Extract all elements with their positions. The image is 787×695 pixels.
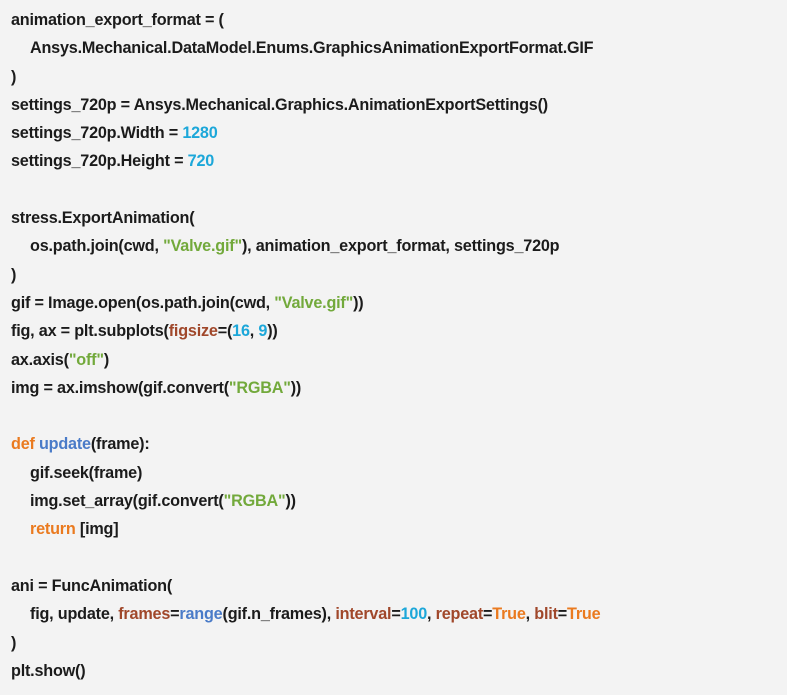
code-line: ax.axis("off") — [0, 346, 787, 374]
code-token-text: ) — [11, 265, 17, 284]
code-line: ) — [0, 629, 787, 657]
code-token-function: range — [179, 605, 223, 624]
code-token-text: img.set_array(gif.convert( — [30, 492, 224, 511]
code-line: fig, update, frames=range(gif.n_frames),… — [0, 600, 787, 628]
code-line: img = ax.imshow(gif.convert("RGBA")) — [0, 374, 787, 402]
code-token-keyword: True — [567, 605, 601, 624]
code-line: def update(frame): — [0, 430, 787, 458]
code-token-string: "RGBA" — [228, 378, 291, 397]
code-token-text: img = ax.imshow(gif.convert( — [11, 378, 229, 397]
code-token-text: (gif.n_frames), — [222, 605, 336, 624]
code-token-text: plt.show() — [11, 661, 86, 680]
code-token-function: update — [38, 435, 91, 454]
code-line: ani = FuncAnimation( — [0, 572, 787, 600]
code-token-keyword: def — [11, 435, 39, 454]
code-token-number: 720 — [187, 152, 215, 171]
code-token-keyword: True — [492, 605, 526, 624]
code-token-param: figsize — [168, 322, 218, 341]
blank-line — [0, 402, 787, 430]
code-token-param: frames — [118, 605, 171, 624]
code-token-keyword: return — [30, 520, 80, 539]
code-line: gif.seek(frame) — [0, 459, 787, 487]
code-token-text: settings_720p.Width = — [11, 124, 183, 143]
blank-line — [0, 176, 787, 204]
code-token-text: settings_720p = Ansys.Mechanical.Graphic… — [11, 95, 548, 114]
code-token-text: ) — [103, 350, 110, 369]
code-token-text: gif.seek(frame) — [30, 463, 143, 482]
code-token-text: ) — [11, 633, 17, 652]
code-token-text: ani = FuncAnimation( — [11, 576, 173, 595]
code-token-param: interval — [335, 605, 392, 624]
code-token-text: (frame): — [90, 435, 150, 454]
code-token-text: )) — [285, 492, 296, 511]
code-line: fig, ax = plt.subplots(figsize=(16, 9)) — [0, 317, 787, 345]
code-token-string: "Valve.gif" — [163, 237, 242, 256]
code-token-text: ), animation_export_format, settings_720… — [241, 237, 560, 256]
code-token-text: settings_720p.Height = — [11, 152, 188, 171]
code-token-number: 16 — [232, 322, 250, 341]
code-token-text: fig, update, — [30, 605, 119, 624]
code-token-string: "Valve.gif" — [274, 293, 354, 312]
code-token-string: "off" — [68, 350, 104, 369]
code-token-text: os.path.join(cwd, — [30, 237, 164, 256]
code-token-number: 9 — [258, 322, 268, 341]
code-line: img.set_array(gif.convert("RGBA")) — [0, 487, 787, 515]
code-token-text: = — [557, 605, 568, 624]
code-token-text: , — [427, 605, 436, 624]
code-line: os.path.join(cwd, "Valve.gif"), animatio… — [0, 232, 787, 260]
code-token-text: gif = Image.open(os.path.join(cwd, — [11, 293, 275, 312]
code-token-text: [img] — [79, 520, 119, 539]
code-token-text: stress.ExportAnimation( — [11, 209, 195, 228]
code-token-number: 1280 — [182, 124, 218, 143]
code-line: ) — [0, 261, 787, 289]
code-token-text: animation_export_format = ( — [11, 11, 224, 29]
code-line: plt.show() — [0, 657, 787, 685]
code-token-text: , — [525, 605, 535, 624]
code-line: gif = Image.open(os.path.join(cwd, "Valv… — [0, 289, 787, 317]
code-line: Ansys.Mechanical.DataModel.Enums.Graphic… — [0, 34, 787, 62]
code-token-text: =( — [217, 322, 233, 341]
code-line: animation_export_format = ( — [0, 6, 787, 34]
code-line: return [img] — [0, 515, 787, 543]
code-token-text: )) — [290, 378, 302, 397]
code-token-text: = — [483, 605, 493, 624]
code-token-text: Ansys.Mechanical.DataModel.Enums.Graphic… — [30, 39, 594, 58]
code-token-text: = — [170, 605, 180, 624]
code-token-text: = — [391, 605, 401, 624]
code-token-text: )) — [353, 293, 364, 312]
code-token-param: blit — [534, 605, 558, 624]
code-line: settings_720p.Height = 720 — [0, 147, 787, 175]
code-token-text: )) — [267, 322, 278, 341]
code-token-text: fig, ax = plt.subplots( — [11, 322, 169, 341]
code-line: settings_720p = Ansys.Mechanical.Graphic… — [0, 91, 787, 119]
code-token-number: 100 — [400, 605, 428, 624]
code-line: stress.ExportAnimation( — [0, 204, 787, 232]
code-token-text: ) — [11, 67, 17, 86]
code-token-text: , — [249, 322, 259, 341]
code-token-text: ax.axis( — [11, 350, 69, 369]
code-line: settings_720p.Width = 1280 — [0, 119, 787, 147]
code-token-param: repeat — [435, 605, 484, 624]
blank-line — [0, 544, 787, 572]
code-token-string: "RGBA" — [223, 492, 286, 511]
code-line: ) — [0, 63, 787, 91]
